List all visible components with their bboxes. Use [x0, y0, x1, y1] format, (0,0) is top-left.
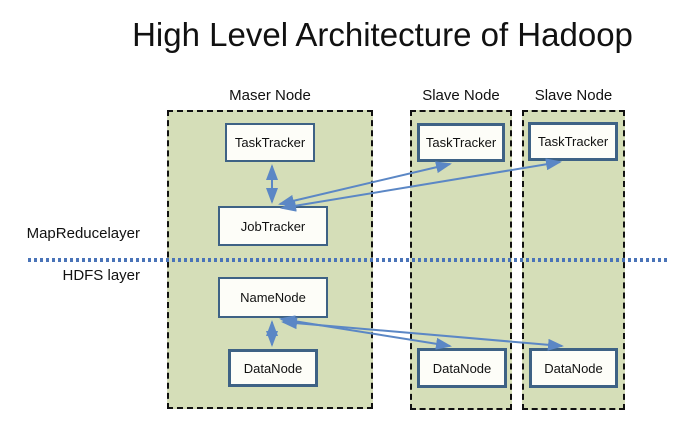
mapreduce-layer-label: MapReducelayer: [26, 225, 140, 242]
slave1-tasktracker-box: TaskTracker: [417, 123, 505, 162]
diagram-title: High Level Architecture of Hadoop: [132, 16, 633, 53]
slave2-tasktracker-box: TaskTracker: [528, 122, 618, 161]
master-tasktracker-box: TaskTracker: [225, 123, 315, 162]
master-datanode-box: DataNode: [228, 349, 318, 387]
slave1-datanode-box: DataNode: [417, 348, 507, 388]
master-jobtracker-box: JobTracker: [218, 206, 328, 246]
slave-node-1-heading: Slave Node: [422, 87, 500, 104]
hdfs-layer-label: HDFS layer: [62, 267, 140, 284]
master-namenode-box: NameNode: [218, 277, 328, 318]
slave-node-2-heading: Slave Node: [534, 87, 613, 104]
master-node-heading: Maser Node: [229, 87, 311, 104]
slave2-datanode-box: DataNode: [529, 348, 618, 388]
layer-divider-dotted-line: [28, 258, 668, 262]
